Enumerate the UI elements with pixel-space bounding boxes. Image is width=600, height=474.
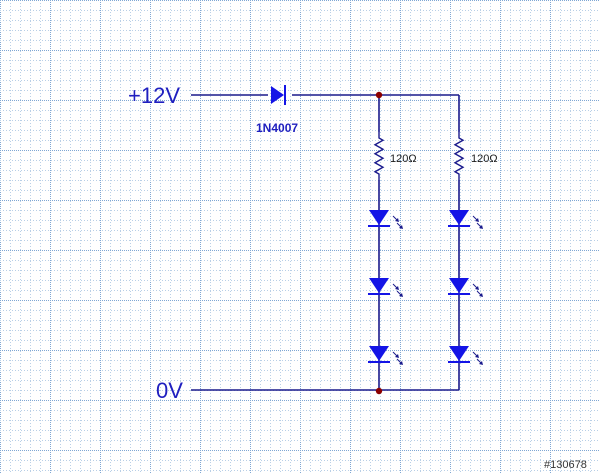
led-group — [368, 210, 483, 365]
supply-label: +12V — [128, 83, 180, 108]
resistor-right — [453, 132, 465, 180]
junction-bottom — [375, 387, 383, 395]
ground-label: 0V — [156, 378, 183, 403]
led-triangle — [449, 210, 469, 225]
junction-dots — [375, 91, 383, 395]
led — [448, 346, 483, 365]
led — [368, 210, 403, 229]
led — [448, 210, 483, 229]
led-arrow-head — [479, 293, 483, 297]
led-arrow-head — [475, 286, 479, 290]
led — [448, 278, 483, 297]
resistor-zigzag — [453, 132, 465, 180]
led-arrow-head — [395, 354, 399, 358]
led-triangle — [449, 278, 469, 293]
led-triangle — [449, 346, 469, 361]
resistor-zigzag — [373, 132, 385, 180]
led-arrow-head — [475, 354, 479, 358]
led-arrow-head — [395, 218, 399, 222]
led-arrow-head — [479, 361, 483, 365]
led — [368, 278, 403, 297]
led-arrow-head — [395, 286, 399, 290]
resistor-left — [373, 132, 385, 180]
led-triangle — [369, 346, 389, 361]
led-arrow-head — [475, 218, 479, 222]
junction-top — [375, 91, 383, 99]
led-triangle — [369, 278, 389, 293]
led-arrow-head — [399, 293, 403, 297]
diode-1n4007 — [271, 85, 286, 105]
diode-label: 1N4007 — [256, 121, 298, 135]
watermark-label: #130678 — [544, 459, 587, 471]
wires — [191, 94, 460, 391]
led-arrow-head — [479, 225, 483, 229]
led-arrow-head — [399, 361, 403, 365]
resistor-left-label: 120Ω — [390, 153, 417, 165]
resistor-right-label: 120Ω — [471, 153, 498, 165]
led-arrow-head — [399, 225, 403, 229]
led — [368, 346, 403, 365]
led-triangle — [369, 210, 389, 225]
